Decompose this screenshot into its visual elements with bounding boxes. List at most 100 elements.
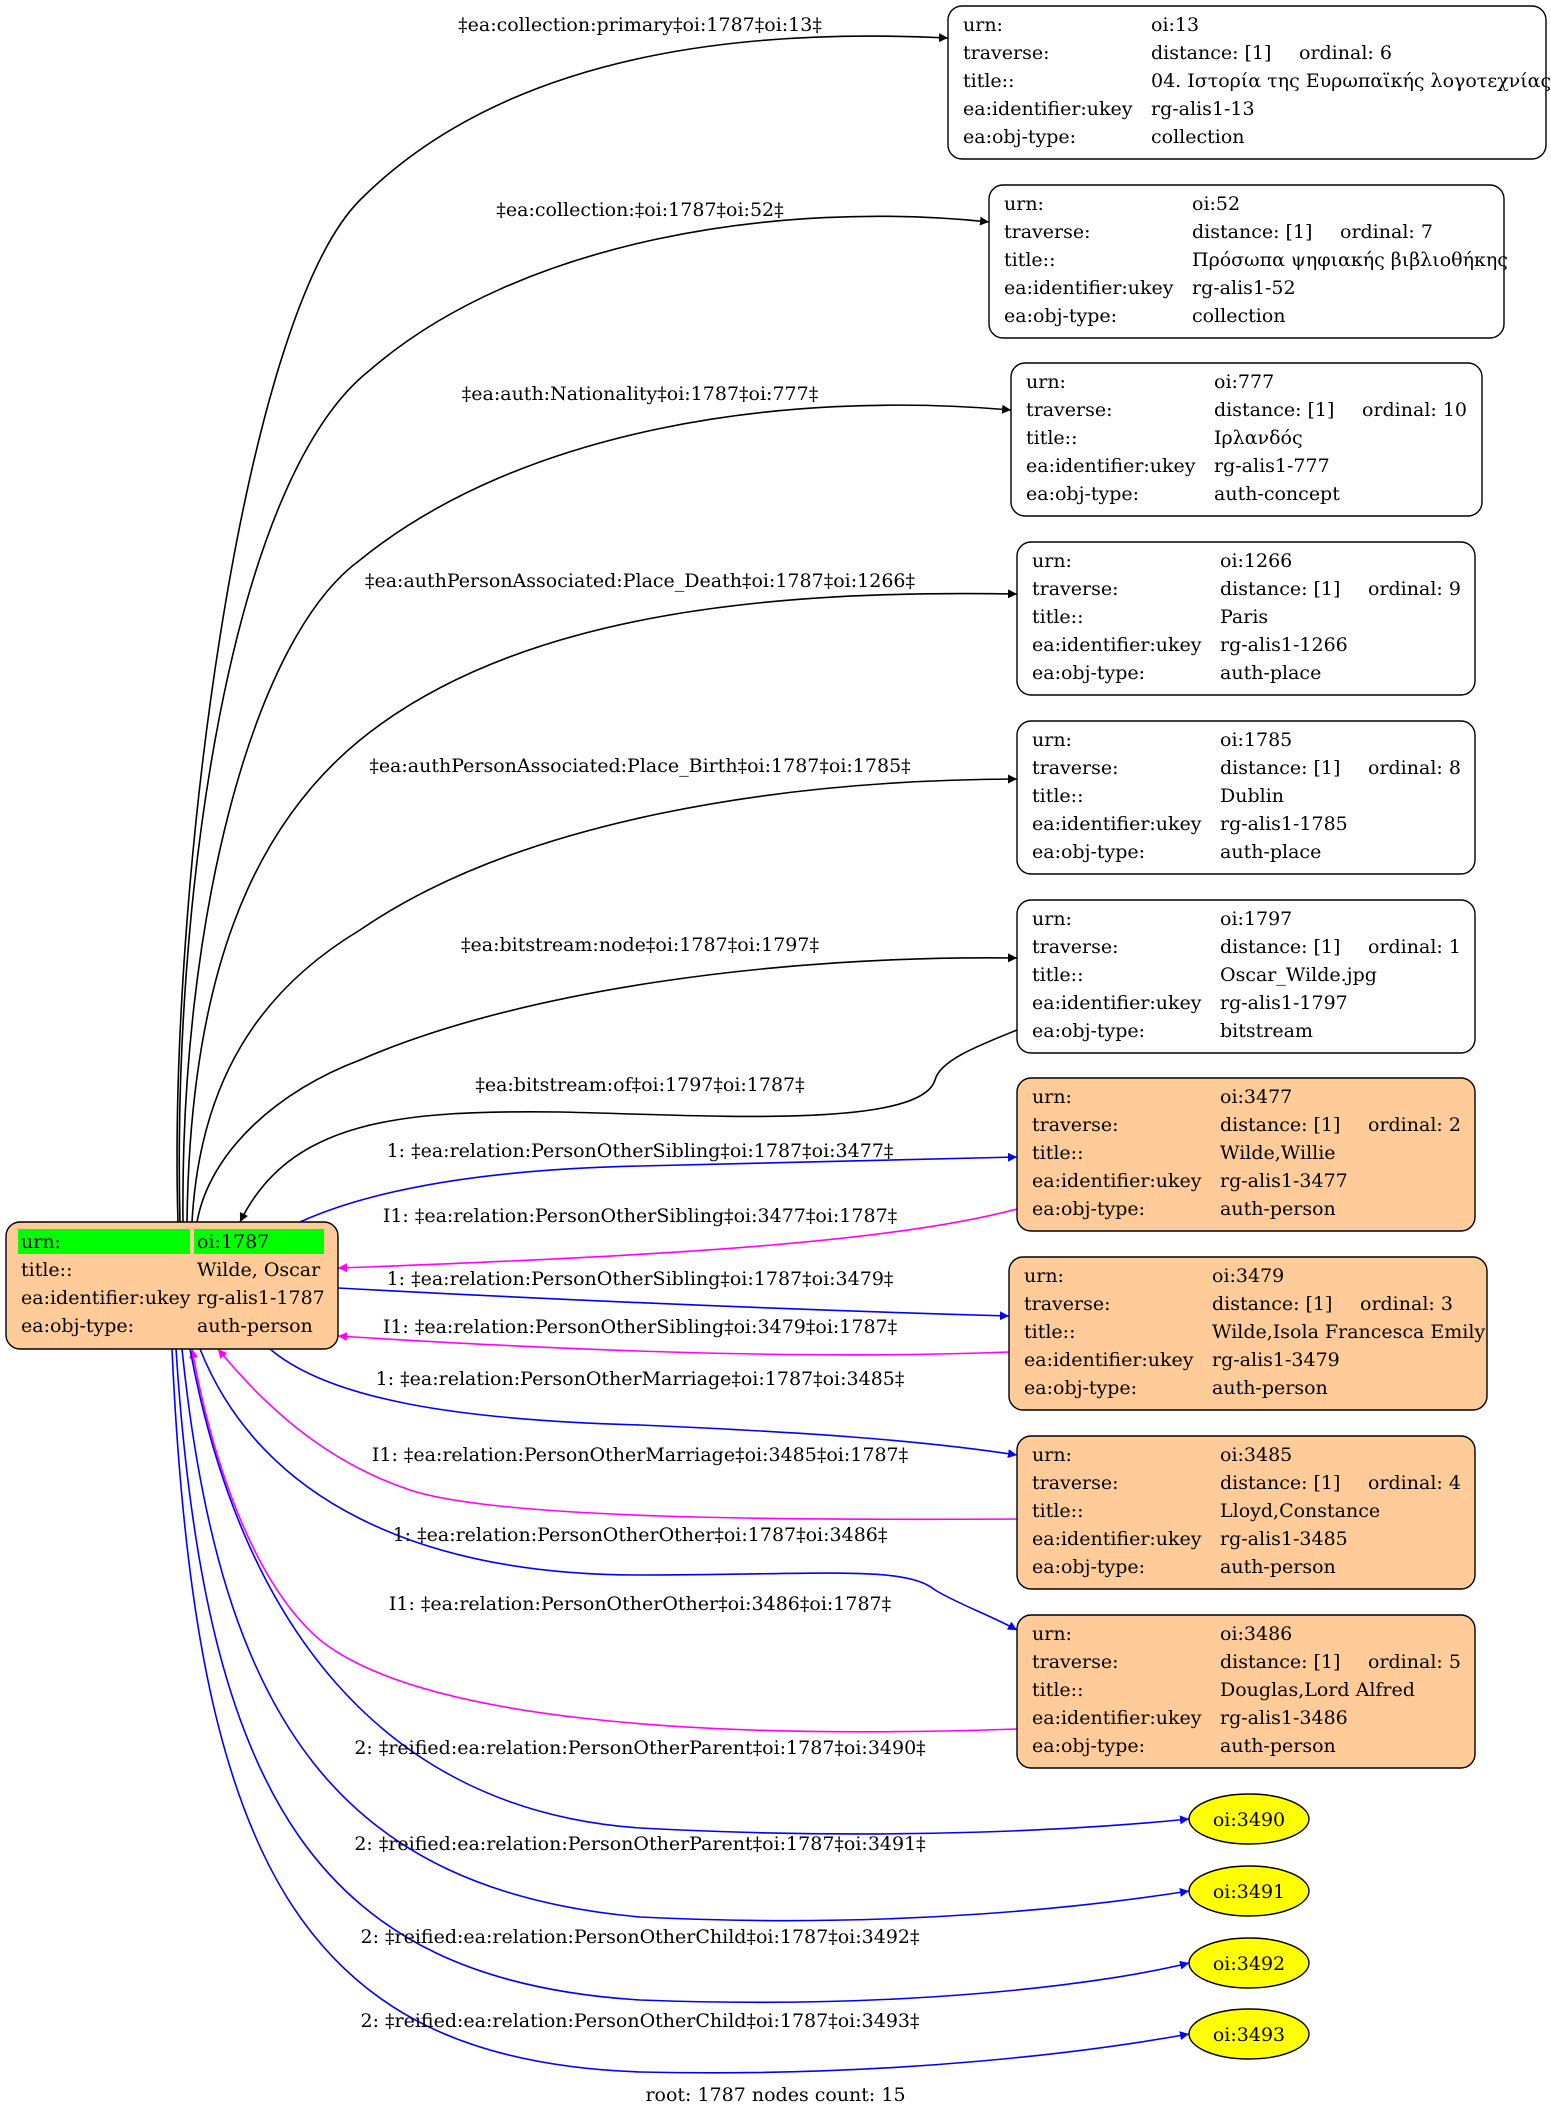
edge-label: I1: ‡ea:relation:PersonOtherOther‡oi:348…	[389, 1593, 891, 1615]
node-value: Paris	[1220, 606, 1268, 628]
root-key: urn:	[21, 1231, 61, 1253]
edge-label: 1: ‡ea:relation:PersonOtherMarriage‡oi:1…	[376, 1368, 905, 1390]
edge-label: ‡ea:auth:Nationality‡oi:1787‡oi:777‡	[462, 383, 818, 405]
edge-oi-1787-to-oi-3479: 1: ‡ea:relation:PersonOtherSibling‡oi:17…	[337, 1268, 1010, 1321]
edge-oi-1787-to-oi-3485: 1: ‡ea:relation:PersonOtherMarriage‡oi:1…	[269, 1348, 1018, 1459]
edge-line	[196, 953, 1018, 1223]
edge-oi-3479-to-oi-1787: I1: ‡ea:relation:PersonOtherSibling‡oi:3…	[337, 1316, 1010, 1356]
node-ordinal: ordinal: 6	[1299, 42, 1392, 64]
node-value: oi:1797	[1220, 908, 1292, 930]
node-value: rg-alis1-1797	[1220, 992, 1348, 1014]
edge-line	[186, 589, 1018, 1223]
reified-node-oi-3493[interactable]: oi:3493	[1188, 2008, 1310, 2060]
node-value: rg-alis1-13	[1151, 98, 1255, 120]
node-key: urn:	[1026, 371, 1066, 393]
edge-label: ‡ea:authPersonAssociated:Place_Birth‡oi:…	[369, 755, 910, 777]
node-box	[1016, 541, 1476, 696]
node-key: ea:identifier:ukey	[1032, 1170, 1202, 1192]
root-key: ea:identifier:ukey	[21, 1287, 191, 1309]
node-value: collection	[1151, 126, 1245, 148]
node-key: ea:obj-type:	[1032, 841, 1145, 863]
node-value: distance: [1]	[1220, 578, 1340, 600]
edge-line	[299, 1152, 1018, 1223]
reified-node-oi-3491[interactable]: oi:3491	[1188, 1865, 1310, 1917]
edge-label: 2: ‡reified:ea:relation:PersonOtherChild…	[361, 1926, 920, 1948]
node-value: rg-alis1-3479	[1212, 1349, 1340, 1371]
node-value: oi:777	[1214, 371, 1274, 393]
node-value: distance: [1]	[1220, 936, 1340, 958]
node-value: 04. Ιστορία της Ευρωπαϊκής λογοτεχνίας	[1151, 70, 1551, 92]
edge-oi-1787-to-oi-1266: ‡ea:authPersonAssociated:Place_Death‡oi:…	[186, 570, 1018, 1223]
node-value: auth-person	[1212, 1377, 1328, 1399]
edge-label: 1: ‡ea:relation:PersonOtherSibling‡oi:17…	[387, 1140, 894, 1162]
edge-oi-1787-to-oi-52: ‡ea:collection:‡oi:1787‡oi:52‡	[178, 199, 990, 1223]
node-key: urn:	[1004, 193, 1044, 215]
node-value: rg-alis1-3485	[1220, 1528, 1348, 1550]
node-key: ea:identifier:ukey	[1026, 455, 1196, 477]
node-key: traverse:	[1032, 936, 1119, 958]
node-value: Πρόσωπα ψηφιακής βιβλιοθήκης	[1192, 249, 1508, 271]
node-value: distance: [1]	[1220, 1651, 1340, 1673]
edge-oi-1787-to-oi-3486: 1: ‡ea:relation:PersonOtherOther‡oi:1787…	[199, 1348, 1018, 1631]
node-key: traverse:	[963, 42, 1050, 64]
node-key: ea:obj-type:	[963, 126, 1076, 148]
reified-label: oi:3490	[1213, 1809, 1285, 1831]
reified-node-oi-3490[interactable]: oi:3490	[1188, 1793, 1310, 1845]
node-box	[1016, 899, 1476, 1054]
edge-oi-3485-to-oi-1787: I1: ‡ea:relation:PersonOtherMarriage‡oi:…	[217, 1348, 1018, 1521]
node-value: auth-person	[1220, 1735, 1336, 1757]
node-value: bitstream	[1220, 1020, 1313, 1042]
reified-ellipse	[1188, 1865, 1310, 1917]
reified-label: oi:3492	[1213, 1953, 1285, 1975]
node-value: rg-alis1-3477	[1220, 1170, 1348, 1192]
root-key: ea:obj-type:	[21, 1315, 134, 1337]
node-value: distance: [1]	[1220, 1472, 1340, 1494]
edge-line	[337, 1332, 1010, 1356]
node-value: distance: [1]	[1212, 1293, 1332, 1315]
reified-node-oi-3492[interactable]: oi:3492	[1188, 1937, 1310, 1989]
node-ordinal: ordinal: 2	[1368, 1114, 1461, 1136]
node-value: oi:3477	[1220, 1086, 1292, 1108]
node-value: Dublin	[1220, 785, 1284, 807]
node-box	[1016, 720, 1476, 875]
reified-ellipse	[1188, 2008, 1310, 2060]
node-key: ea:identifier:ukey	[1032, 1707, 1202, 1729]
edge-label: 1: ‡ea:relation:PersonOtherSibling‡oi:17…	[387, 1268, 894, 1290]
edge-line	[178, 215, 990, 1223]
edge-line	[182, 404, 1012, 1223]
node-value: distance: [1]	[1220, 1114, 1340, 1136]
edge-oi-1787-to-oi-777: ‡ea:auth:Nationality‡oi:1787‡oi:777‡	[182, 383, 1012, 1223]
node-value: auth-place	[1220, 841, 1321, 863]
node-key: traverse:	[1026, 399, 1113, 421]
node-key: title::	[1032, 606, 1083, 628]
graph-footer: root: 1787 nodes count: 15	[645, 2084, 906, 2106]
edge-oi-1787-to-oi-3490: 2: ‡reified:ea:relation:PersonOtherParen…	[189, 1348, 1190, 1835]
edge-line	[191, 774, 1018, 1223]
node-key: traverse:	[1032, 1114, 1119, 1136]
edge-label: ‡ea:collection:primary‡oi:1787‡oi:13‡	[458, 14, 822, 36]
node-key: ea:identifier:ukey	[1032, 992, 1202, 1014]
node-key: title::	[1024, 1321, 1075, 1343]
node-key: ea:obj-type:	[1026, 483, 1139, 505]
node-key: ea:obj-type:	[1032, 1735, 1145, 1757]
edge-oi-3477-to-oi-1787: I1: ‡ea:relation:PersonOtherSibling‡oi:3…	[337, 1205, 1018, 1273]
node-key: ea:obj-type:	[1004, 305, 1117, 327]
edge-oi-1787-to-oi-1797: ‡ea:bitstream:node‡oi:1787‡oi:1797‡	[196, 934, 1018, 1223]
node-key: title::	[1032, 1679, 1083, 1701]
node-key: ea:identifier:ukey	[1032, 1528, 1202, 1550]
node-value: oi:13	[1151, 14, 1199, 36]
root-key: title::	[21, 1259, 72, 1281]
node-value: auth-place	[1220, 662, 1321, 684]
node-value: rg-alis1-1266	[1220, 634, 1348, 656]
